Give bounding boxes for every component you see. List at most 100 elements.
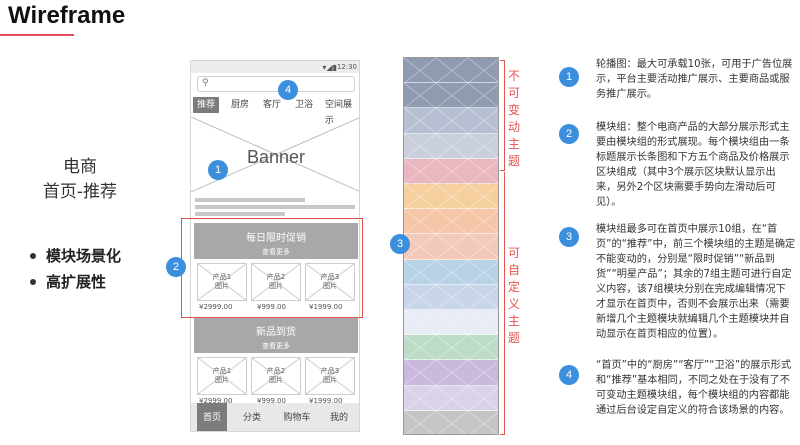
banner-label: Banner bbox=[246, 147, 306, 167]
product-price: ¥2999.00 bbox=[199, 397, 233, 405]
long-page-strip bbox=[403, 57, 499, 435]
strip-module-block bbox=[404, 158, 498, 185]
strip-module-block bbox=[404, 82, 498, 109]
bullet-text: 高扩展性 bbox=[46, 273, 107, 291]
vertical-char: 主 bbox=[507, 314, 520, 328]
strip-placeholder-icon bbox=[404, 360, 498, 386]
product-price: ¥999.00 bbox=[257, 303, 286, 311]
product-image-label: 产品1 图片 bbox=[212, 367, 232, 384]
image-placeholder-icon bbox=[306, 358, 354, 394]
module-header[interactable]: 新品到货 查看更多 bbox=[194, 317, 358, 353]
image-placeholder-icon bbox=[306, 264, 354, 300]
strip-placeholder-icon bbox=[404, 208, 498, 235]
page-title: Wireframe bbox=[8, 2, 126, 29]
vertical-char: 主 bbox=[507, 137, 520, 151]
note-badge-2: 2 bbox=[559, 124, 579, 144]
note-badge-4: 4 bbox=[559, 365, 579, 385]
strip-placeholder-icon bbox=[404, 183, 498, 210]
strip-module-block bbox=[404, 259, 498, 286]
strip-placeholder-icon bbox=[404, 284, 498, 311]
text-placeholder-line bbox=[195, 198, 305, 202]
note-carousel: 轮播图：最大可承载10张，可用于广告位展示，平台主要活动推广展示、主要商品或服务… bbox=[596, 59, 793, 100]
vertical-char: 可 bbox=[507, 246, 520, 260]
bracket-cap bbox=[500, 60, 505, 61]
note-badge-1: 1 bbox=[559, 67, 579, 87]
strip-placeholder-icon bbox=[404, 108, 498, 134]
bullet-dot-icon bbox=[30, 253, 36, 259]
nav-profile[interactable]: 我的 bbox=[329, 413, 348, 423]
product-card[interactable]: 产品1 图片 bbox=[197, 263, 247, 301]
view-more-link[interactable]: 查看更多 bbox=[262, 248, 290, 256]
nav-cart[interactable]: 购物车 bbox=[283, 413, 311, 423]
image-placeholder-icon bbox=[198, 358, 246, 394]
view-more-link[interactable]: 查看更多 bbox=[262, 342, 290, 350]
phone-wireframe: ▾◢▮ 12:30 ⚲ 推荐 厨房 客厅 卫浴 空间展示 Banner 每日限时… bbox=[190, 60, 360, 432]
vertical-char: 定 bbox=[507, 280, 520, 294]
strip-module-block bbox=[404, 360, 498, 386]
strip-placeholder-icon bbox=[404, 58, 498, 84]
badge-4: 4 bbox=[278, 80, 298, 100]
category-tabs: 推荐 厨房 客厅 卫浴 空间展示 bbox=[191, 97, 359, 126]
nav-home[interactable]: 首页 bbox=[197, 403, 227, 431]
search-icon: ⚲ bbox=[202, 78, 209, 88]
strip-module-block bbox=[404, 58, 498, 84]
strip-module-block bbox=[404, 334, 498, 361]
nav-category[interactable]: 分类 bbox=[242, 413, 261, 423]
module-title: 每日限时促销 bbox=[246, 233, 306, 244]
note-badge-3: 3 bbox=[559, 227, 579, 247]
product-card[interactable]: 产品1 图片 bbox=[197, 357, 247, 395]
custom-theme-bracket bbox=[504, 172, 505, 434]
module-group-new-arrivals: 新品到货 查看更多 产品1 图片 产品2 图片 产品3 图片 ¥2999.00 … bbox=[194, 317, 358, 405]
custom-theme-label: 可自定义主题 bbox=[507, 245, 521, 347]
product-price: ¥1999.00 bbox=[309, 303, 343, 311]
tab-space-display[interactable]: 空间展示 bbox=[325, 100, 353, 126]
strip-module-block bbox=[404, 284, 498, 311]
strip-placeholder-icon bbox=[404, 309, 498, 336]
bullet-dot-icon bbox=[30, 279, 36, 285]
strip-placeholder-icon bbox=[404, 133, 498, 160]
product-card[interactable]: 产品2 图片 bbox=[251, 357, 301, 395]
module-group-promo: 每日限时促销 查看更多 产品1 图片 产品2 图片 产品3 图片 ¥2999.0… bbox=[194, 223, 358, 311]
product-card[interactable]: 产品3 图片 bbox=[305, 263, 355, 301]
strip-placeholder-icon bbox=[404, 334, 498, 361]
signal-battery-icon: ▾◢▮ bbox=[322, 63, 337, 72]
fixed-theme-label: 不可变动主题 bbox=[507, 68, 521, 170]
image-placeholder-icon bbox=[198, 264, 246, 300]
banner-carousel[interactable]: Banner bbox=[191, 116, 359, 193]
strip-module-block bbox=[404, 208, 498, 235]
text-placeholder-line bbox=[195, 212, 285, 216]
product-card[interactable]: 产品3 图片 bbox=[305, 357, 355, 395]
vertical-char: 变 bbox=[507, 103, 520, 117]
strip-placeholder-icon bbox=[404, 259, 498, 286]
badge-2: 2 bbox=[166, 257, 186, 277]
strip-module-block bbox=[404, 183, 498, 210]
strip-placeholder-icon bbox=[404, 234, 498, 260]
strip-module-block bbox=[404, 410, 498, 434]
bullet-item: 模块场景化 bbox=[30, 243, 121, 269]
title-underline bbox=[0, 34, 74, 36]
tab-bathroom[interactable]: 卫浴 bbox=[295, 100, 314, 110]
product-price: ¥2999.00 bbox=[199, 303, 233, 311]
tab-kitchen[interactable]: 厨房 bbox=[231, 100, 250, 110]
note-scene-tabs: “首页”中的“厨房”“客厅”“卫浴”的展示形式和“推荐”基本相同，不同之处在于没… bbox=[596, 360, 792, 416]
badge-3: 3 bbox=[390, 234, 410, 254]
product-card[interactable]: 产品2 图片 bbox=[251, 263, 301, 301]
strip-module-block bbox=[404, 133, 498, 160]
product-image-label: 产品2 图片 bbox=[266, 367, 286, 384]
vertical-char: 题 bbox=[507, 154, 520, 168]
note-module-group: 模块组：整个电商产品的大部分展示形式主要由模块组的形式展现。每个模块组由一条标题… bbox=[596, 122, 790, 208]
bottom-nav: 首页 分类 购物车 我的 bbox=[191, 403, 359, 431]
module-header[interactable]: 每日限时促销 查看更多 bbox=[194, 223, 358, 259]
vertical-char: 可 bbox=[507, 86, 520, 100]
status-bar: ▾◢▮ 12:30 bbox=[191, 61, 359, 73]
vertical-char: 题 bbox=[507, 331, 520, 345]
vertical-char: 义 bbox=[507, 297, 520, 311]
image-placeholder-icon bbox=[252, 358, 300, 394]
status-time: 12:30 bbox=[336, 63, 357, 71]
tab-recommend[interactable]: 推荐 bbox=[193, 97, 220, 113]
tab-living-room[interactable]: 客厅 bbox=[263, 100, 282, 110]
section-heading-line1: 电商 bbox=[63, 157, 97, 177]
badge-1: 1 bbox=[208, 160, 228, 180]
section-heading: 电商 首页-推荐 bbox=[30, 155, 130, 205]
search-input[interactable]: ⚲ bbox=[197, 76, 355, 92]
